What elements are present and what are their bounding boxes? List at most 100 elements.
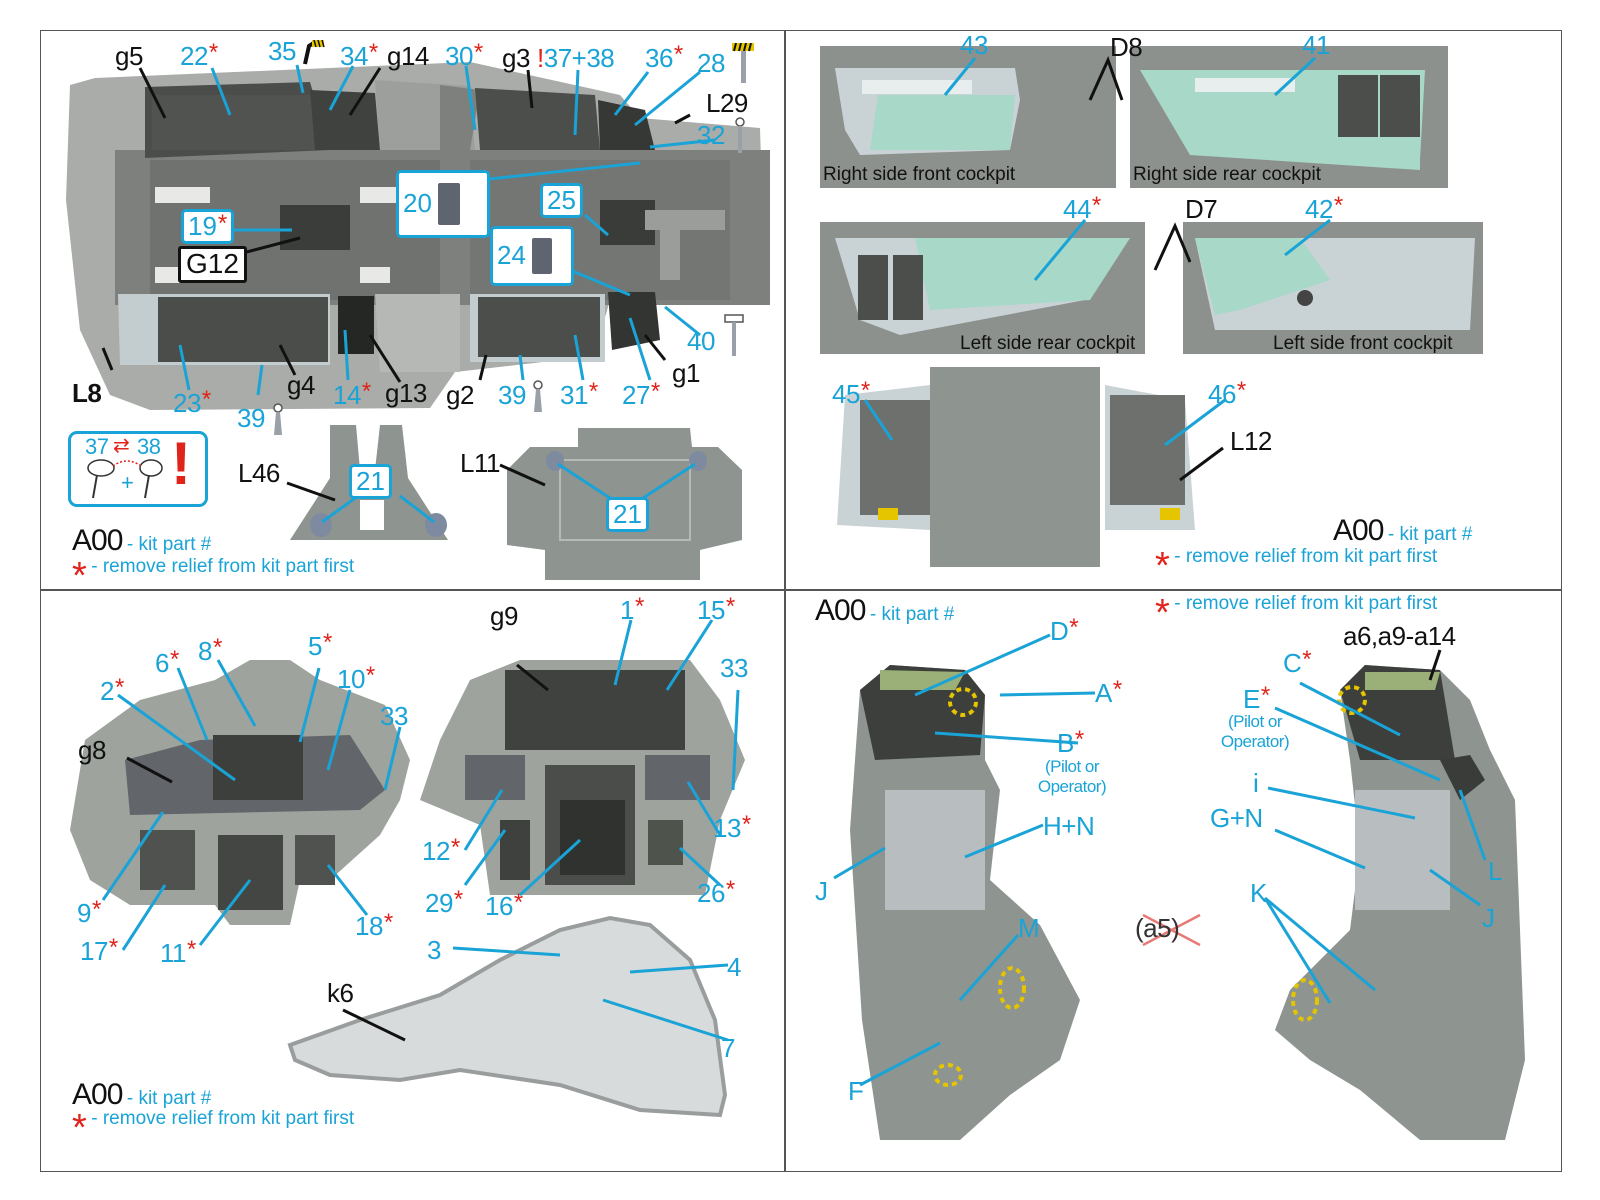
label-15: 15* (697, 595, 735, 624)
label-16: 16* (485, 891, 523, 920)
label-11: 11* (160, 938, 196, 968)
caption-right-side-front: Right side front cockpit (823, 164, 1016, 185)
label-27-text: 27 (622, 380, 650, 410)
label-1: 1* (620, 595, 644, 625)
label-g4: g4 (287, 370, 315, 400)
star-icon: * (650, 378, 660, 405)
label-G-N: G+N (1210, 803, 1263, 833)
label-B-text: B (1057, 728, 1074, 758)
label-34-text: 34 (340, 41, 368, 71)
label-46-text: 46 (1208, 379, 1236, 409)
label-13: 13* (713, 813, 751, 842)
note-part-37: 37 (85, 434, 109, 459)
label-M: M (1018, 913, 1040, 943)
label-24: 24 (490, 226, 574, 286)
label-5-text: 5 (308, 631, 322, 661)
star-icon: * (72, 554, 87, 597)
label-D: D* (1050, 616, 1079, 646)
star-icon: * (201, 386, 211, 413)
legend-kit-part: A00 - kit part # (1333, 514, 1472, 548)
star-icon: * (453, 886, 463, 913)
label-D-text: D (1050, 616, 1069, 646)
label-31-text: 31 (560, 380, 588, 410)
label-L8: L8 (72, 378, 102, 408)
label-D7: D7 (1185, 194, 1218, 224)
star-icon: * (1302, 646, 1312, 673)
star-icon: * (208, 39, 218, 66)
label-44-text: 44 (1063, 194, 1091, 224)
label-A-text: A (1095, 678, 1112, 708)
label-31: 31* (560, 380, 598, 410)
star-icon: * (473, 39, 483, 66)
label-9-text: 9 (77, 898, 91, 928)
star-icon: * (361, 378, 371, 405)
label-36-text: 36 (645, 43, 673, 73)
star-icon: * (1260, 682, 1270, 709)
label-8: 8* (198, 636, 222, 666)
star-icon: * (1155, 591, 1170, 634)
label-1-text: 1 (620, 595, 634, 625)
note-exclamation-icon: ! (171, 430, 191, 497)
label-17: 17* (80, 936, 118, 965)
legend-kit-part: A00 - kit part # (815, 594, 954, 628)
star-icon: * (365, 662, 375, 689)
label-26-text: 26 (697, 878, 725, 908)
label-L12: L12 (1230, 426, 1272, 456)
keypad-icon (437, 183, 460, 225)
label-14-text: 14 (333, 380, 361, 410)
label-29-text: 29 (425, 888, 453, 918)
label-E: E* (1243, 684, 1270, 714)
label-33-front: 33 (380, 701, 408, 731)
legend-remove-relief: * - remove relief from kit part first (72, 556, 354, 595)
label-30: 30* (445, 41, 483, 70)
label-C-text: C (1283, 648, 1302, 678)
label-42-text: 42 (1305, 194, 1333, 224)
label-20: 20 (396, 170, 490, 238)
label-C: C* (1283, 648, 1312, 678)
striped-lever-icon (731, 42, 755, 83)
star-icon: * (513, 889, 523, 916)
label-E-text: E (1243, 684, 1260, 714)
label-44: 44* (1063, 194, 1101, 224)
label-29: 29* (425, 888, 463, 918)
legend-remove-relief: * - remove relief from kit part first (1155, 593, 1437, 632)
label-41: 41 (1302, 30, 1330, 60)
star-icon: * (634, 593, 644, 620)
star-icon: * (1091, 192, 1101, 219)
legend-kit-text: - kit part # (869, 604, 955, 625)
star-icon: * (450, 834, 460, 861)
legend-kit-code: A00 (72, 1078, 123, 1111)
ring-pin-icon (272, 403, 284, 435)
label-D8: D8 (1110, 32, 1143, 62)
star-icon: * (169, 646, 179, 673)
caption-right-side-rear: Right side rear cockpit (1133, 164, 1321, 185)
label-11-text: 11 (160, 938, 187, 968)
legend-kit-text: - kit part # (1387, 524, 1473, 545)
label-14: 14* (333, 380, 371, 410)
star-icon: * (383, 909, 393, 936)
label-3: 3 (427, 935, 441, 965)
label-L: L (1488, 856, 1502, 886)
swap-parts-note: 37 ⇄ 38 + ! (68, 431, 208, 507)
caption-left-side-front: Left side front cockpit (1273, 333, 1453, 354)
label-a6-a9-a14: a6,a9-a14 (1343, 621, 1456, 651)
label-35: 35 (268, 36, 296, 66)
legend-kit-code: A00 (1333, 514, 1384, 547)
caption-left-side-rear: Left side rear cockpit (960, 333, 1136, 354)
label-5: 5* (308, 631, 332, 661)
quadrant-divider-vertical (784, 30, 786, 1172)
label-43: 43 (960, 30, 988, 60)
star-icon: * (217, 210, 228, 237)
quadrant-divider-horizontal (40, 589, 1562, 591)
label-33-rear: 33 (720, 653, 748, 683)
legend-remove-relief: * - remove relief from kit part first (1155, 546, 1437, 585)
star-icon: * (725, 593, 735, 620)
star-icon: * (368, 39, 378, 66)
star-icon: * (1236, 377, 1246, 404)
label-20-text: 20 (403, 188, 432, 219)
star-icon: * (860, 377, 870, 404)
legend-kit-text: - kit part # (126, 1088, 212, 1109)
label-8-text: 8 (198, 636, 212, 666)
star-icon: * (114, 674, 124, 701)
legend-remove-relief: * - remove relief from kit part first (72, 1108, 354, 1147)
